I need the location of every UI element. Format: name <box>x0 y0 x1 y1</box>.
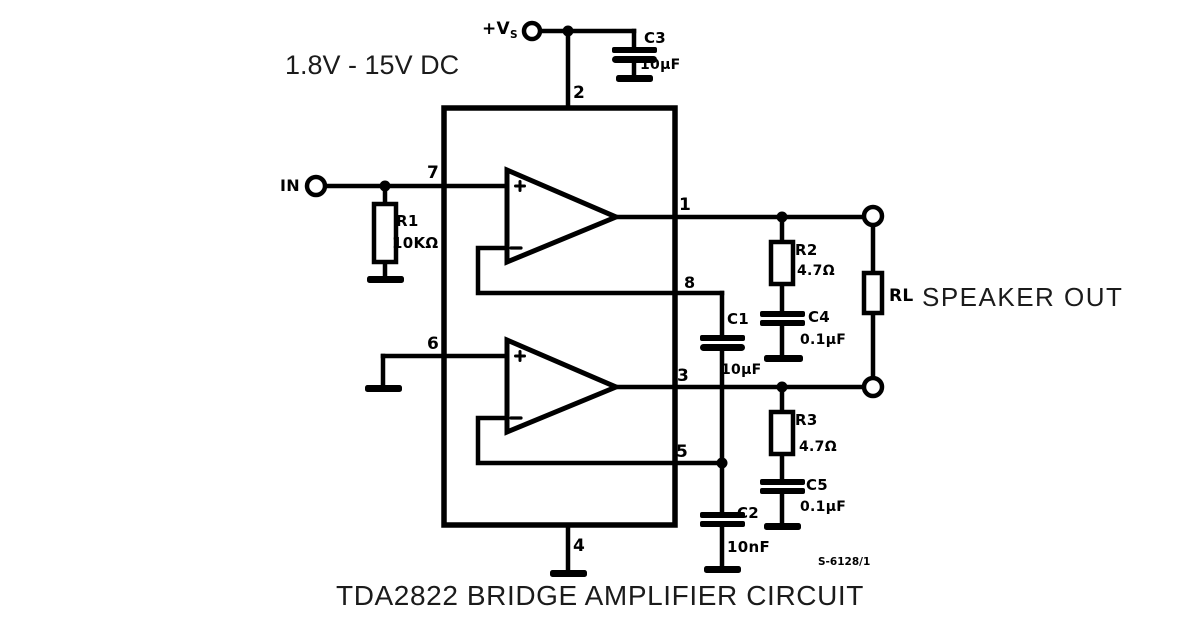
speaker-out-caption: SPEAKER OUT <box>922 282 1124 312</box>
r1-value-label: 10KΩ <box>392 234 439 252</box>
c2-value-label: 10nF <box>727 538 770 556</box>
c4-ref-label: C4 <box>808 308 831 326</box>
ground-pin6 <box>365 385 402 392</box>
terminal-circles <box>304 20 885 399</box>
amp1-feedback-pin8 <box>475 245 725 296</box>
opamp-2-triangle <box>504 336 623 436</box>
junction-r3 <box>776 381 788 393</box>
vs-label-main: +V <box>482 19 511 39</box>
c3-value-label: 10µF <box>640 57 681 73</box>
vs-label-subscript: S <box>510 28 518 41</box>
c5-ref-label: C5 <box>806 476 829 494</box>
drawing-ref-code: S-6128/1 <box>818 556 871 568</box>
c4-plate-top <box>760 311 805 317</box>
c5-plate-top <box>760 479 805 485</box>
junction-dots <box>379 25 788 469</box>
c2-plate-bottom <box>700 521 745 527</box>
c2-ref-label: C2 <box>737 504 760 522</box>
supply-range-caption: 1.8V - 15V DC <box>285 50 460 80</box>
junction-r2 <box>776 211 788 223</box>
c4-plate-bottom <box>760 320 805 326</box>
opamp-input-marks <box>509 180 526 420</box>
r3-value-label: 4.7Ω <box>799 439 837 455</box>
r1-body <box>371 201 399 265</box>
pin-label-4: 4 <box>573 536 586 556</box>
c3-ref-label: C3 <box>644 29 667 47</box>
pin-label-5: 5 <box>676 442 689 462</box>
r3-ref-label: R3 <box>795 411 818 429</box>
pin-label-2: 2 <box>573 83 586 103</box>
opamp-2-plus-mark <box>514 350 526 362</box>
page-title: TDA2822 BRIDGE AMPLIFIER CIRCUIT <box>336 580 864 611</box>
vs-terminal <box>521 20 543 42</box>
r2-value-label: 4.7Ω <box>797 263 835 279</box>
c5-plate-bottom <box>760 488 805 494</box>
c5-value-label: 0.1µF <box>800 499 847 515</box>
c4-value-label: 0.1µF <box>800 332 847 348</box>
ground-r1 <box>367 276 404 283</box>
c1-plate-bottom <box>700 344 745 351</box>
ic-package-outline <box>441 105 678 528</box>
ground-c3 <box>616 75 653 82</box>
c1-value-label: 10µF <box>721 362 762 378</box>
pin-label-3: 3 <box>677 366 690 386</box>
c1-ref-label: C1 <box>727 310 750 328</box>
in-terminal-label: IN <box>280 176 300 195</box>
pin-label-8: 8 <box>684 273 696 292</box>
ground-c5 <box>764 523 801 530</box>
opamp-symbols <box>504 166 623 436</box>
r2-body <box>768 239 796 287</box>
speaker-top-terminal <box>861 204 885 228</box>
c2-plate-top <box>700 512 745 518</box>
amp2-feedback-pin5 <box>475 415 725 466</box>
r2-ref-label: R2 <box>795 241 818 259</box>
ground-symbols <box>365 75 803 577</box>
pin-label-1: 1 <box>679 195 692 215</box>
ground-c4 <box>764 355 803 362</box>
rl-body <box>861 270 885 316</box>
junction-pin5-c2 <box>716 457 728 469</box>
r1-ref-label: R1 <box>396 212 419 230</box>
rl-ref-label: RL <box>889 286 914 306</box>
opamp-1-plus-mark <box>514 180 526 192</box>
pin-label-6: 6 <box>427 334 440 354</box>
junction-supply <box>562 25 574 37</box>
ground-pin4 <box>550 570 587 577</box>
in-terminal <box>304 174 328 198</box>
r3-body <box>768 409 796 457</box>
opamp-1-triangle <box>504 166 623 266</box>
vs-terminal-label: +VS <box>482 19 518 41</box>
c3-plate-bottom <box>612 56 657 63</box>
junction-r1 <box>379 180 391 192</box>
resistor-bodies <box>371 201 885 457</box>
speaker-bottom-terminal <box>861 375 885 399</box>
ground-c2 <box>704 566 741 573</box>
pin-label-7: 7 <box>427 163 440 183</box>
c3-plate-top <box>612 47 657 53</box>
capacitor-plates <box>612 47 805 527</box>
c1-plate-top <box>700 335 745 341</box>
